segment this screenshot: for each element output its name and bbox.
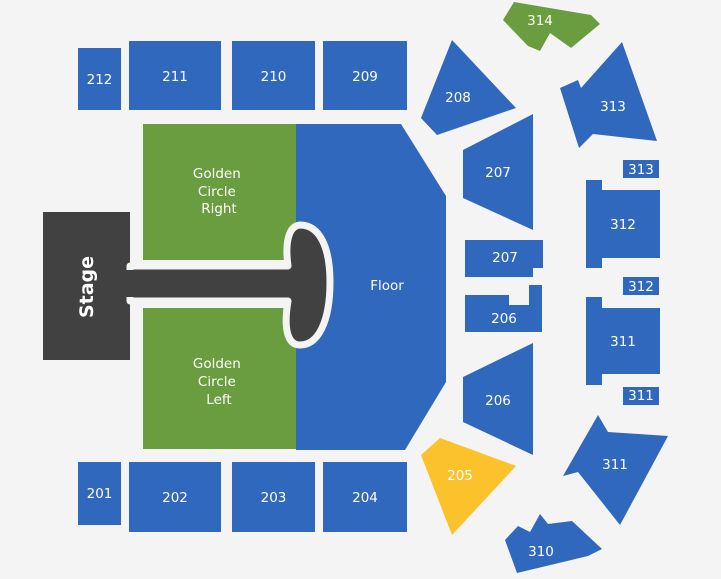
stage: Stage xyxy=(43,212,130,360)
section-312[interactable]: 312 xyxy=(586,180,660,268)
section-313-small[interactable]: 313 xyxy=(623,160,659,178)
section-210[interactable]: 210 xyxy=(232,41,315,110)
stage-label: Stage xyxy=(76,256,98,318)
section-206-wedge[interactable]: 206 xyxy=(463,343,533,455)
floor-label: Floor xyxy=(370,278,404,294)
section-210-label: 210 xyxy=(261,69,287,85)
section-313-label: 313 xyxy=(600,99,626,115)
section-312-small[interactable]: 312 xyxy=(623,277,659,295)
section-311-block[interactable]: 311 xyxy=(586,297,660,385)
section-201-label: 201 xyxy=(87,486,113,502)
section-312-label: 312 xyxy=(610,217,636,233)
section-313[interactable]: 313 xyxy=(560,42,657,148)
section-205-label: 205 xyxy=(447,468,473,484)
section-207-wedge-label: 207 xyxy=(485,165,511,181)
section-310[interactable]: 310 xyxy=(505,514,602,573)
section-311-small-label: 311 xyxy=(628,388,654,404)
section-311-wedge-label: 311 xyxy=(602,457,628,473)
section-205[interactable]: 205 xyxy=(421,438,516,535)
section-311-wedge[interactable]: 311 xyxy=(563,415,668,525)
section-312-small-label: 312 xyxy=(628,279,654,295)
section-201[interactable]: 201 xyxy=(78,462,121,525)
section-209[interactable]: 209 xyxy=(323,41,407,110)
section-211-label: 211 xyxy=(162,69,188,85)
section-208[interactable]: 208 xyxy=(421,40,516,135)
section-204[interactable]: 204 xyxy=(323,462,407,532)
golden-circle-left-label: Golden Circle Left xyxy=(193,356,245,408)
section-202-label: 202 xyxy=(162,490,188,506)
section-204-label: 204 xyxy=(352,490,378,506)
golden-circle-right-label: Golden Circle Right xyxy=(193,166,245,217)
floor-section[interactable]: Floor xyxy=(296,124,446,450)
section-211[interactable]: 211 xyxy=(129,41,221,110)
section-313-small-label: 313 xyxy=(628,162,654,178)
section-314-label: 314 xyxy=(527,13,553,29)
section-314[interactable]: 314 xyxy=(503,2,600,51)
section-209-label: 209 xyxy=(352,69,378,85)
section-212[interactable]: 212 xyxy=(78,48,121,110)
golden-circle-right[interactable]: Golden Circle Right xyxy=(143,124,296,260)
section-311-block-label: 311 xyxy=(610,334,636,350)
section-207-small-label: 207 xyxy=(492,250,518,266)
golden-circle-left[interactable]: Golden Circle Left xyxy=(143,308,296,449)
section-311-small[interactable]: 311 xyxy=(623,387,659,405)
section-310-label: 310 xyxy=(528,544,554,560)
section-206-small-label: 206 xyxy=(491,311,517,327)
section-203[interactable]: 203 xyxy=(232,462,315,532)
section-208-label: 208 xyxy=(445,90,471,106)
section-207-small[interactable]: 207 xyxy=(465,240,543,277)
section-207-wedge[interactable]: 207 xyxy=(463,114,533,230)
section-203-label: 203 xyxy=(261,490,287,506)
section-206-small[interactable]: 206 xyxy=(465,285,542,332)
section-202[interactable]: 202 xyxy=(129,462,221,532)
section-212-label: 212 xyxy=(87,72,113,88)
section-206-wedge-label: 206 xyxy=(485,393,511,409)
stage-thrust xyxy=(126,221,334,349)
